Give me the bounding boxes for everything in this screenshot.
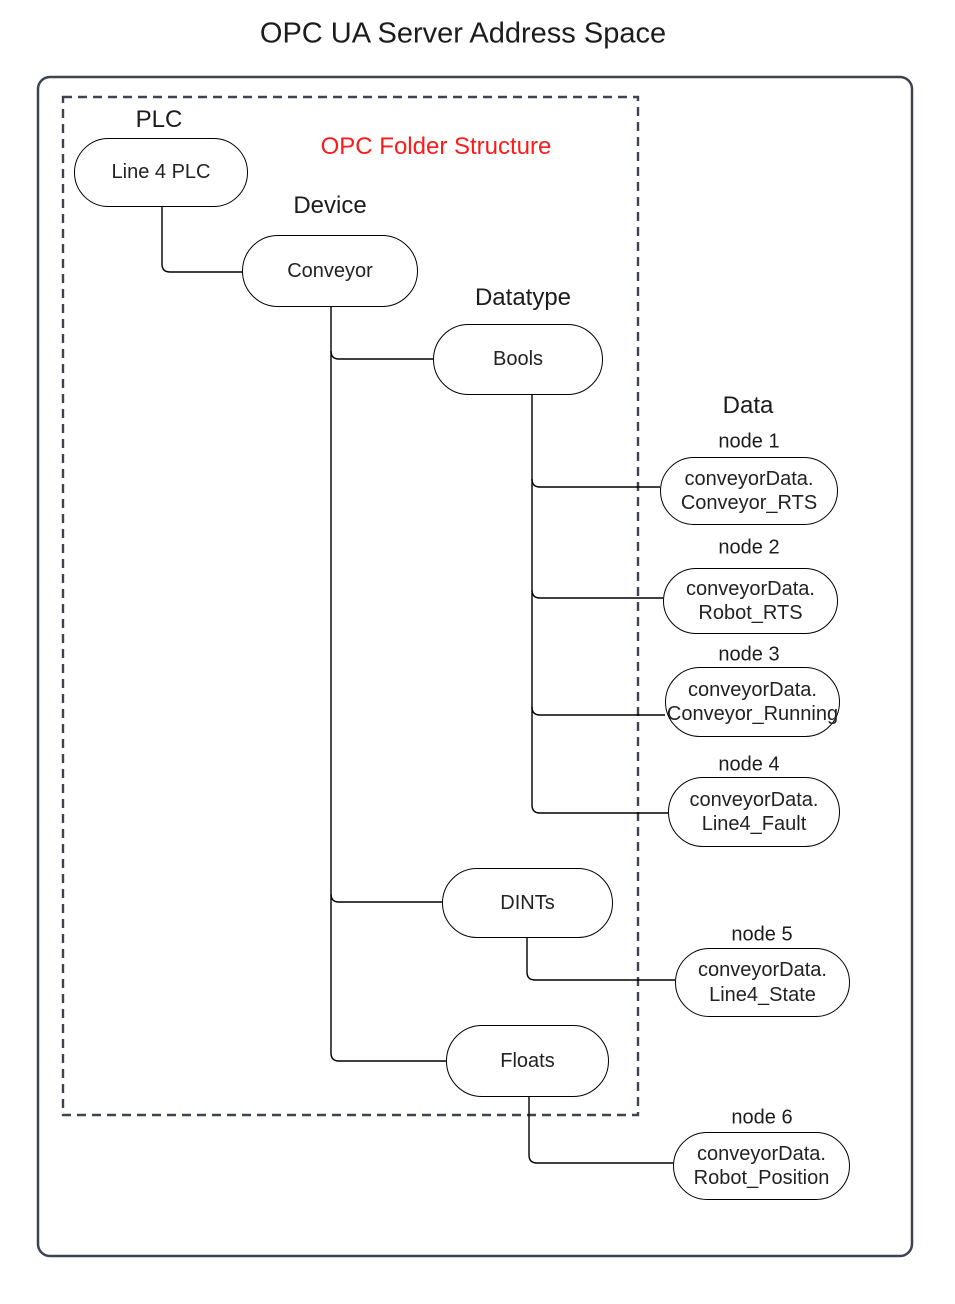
data-node-pill-1: conveyorData. Conveyor_RTS bbox=[660, 457, 838, 525]
connector-conveyor-trunk-to-floats bbox=[330, 307, 446, 1062]
data-node-3-line2: Conveyor_Running bbox=[666, 703, 839, 725]
data-node-pill-4: conveyorData. Line4_Fault bbox=[668, 777, 840, 847]
connectors bbox=[161, 207, 675, 1164]
folder-structure-dashed-frame bbox=[61, 95, 640, 1117]
data-node-1-line2: Conveyor_RTS bbox=[680, 492, 818, 514]
column-header-plc: PLC bbox=[135, 106, 183, 133]
connector-bools-to-node2 bbox=[531, 589, 663, 599]
folder-pill-dints-label: DINTs bbox=[500, 891, 555, 914]
connector-dints-to-node5 bbox=[526, 938, 675, 981]
folder-structure-label: OPC Folder Structure bbox=[320, 133, 552, 160]
data-node-2-line2: Robot_RTS bbox=[698, 602, 803, 624]
data-node-5-line1: conveyorData. bbox=[698, 959, 827, 982]
data-node-pill-2: conveyorData. Robot_RTS bbox=[663, 568, 838, 634]
column-header-device: Device bbox=[293, 192, 367, 219]
data-node-1-line1: conveyorData. bbox=[684, 467, 814, 490]
folder-pill-plc-label: Line 4 PLC bbox=[111, 161, 211, 184]
node-label-5: node 5 bbox=[731, 923, 793, 946]
connector-bools-trunk-to-node4 bbox=[531, 395, 668, 814]
folder-pill-dints: DINTs bbox=[442, 868, 613, 938]
data-node-5-line2: Line4_State bbox=[709, 983, 816, 1006]
outer-frame bbox=[36, 75, 914, 1258]
folder-pill-device: Conveyor bbox=[242, 235, 418, 307]
connector-plc-to-conveyor bbox=[161, 207, 242, 273]
data-node-3-line1: conveyorData. bbox=[688, 678, 817, 701]
data-node-pill-5: conveyorData. Line4_State bbox=[675, 948, 850, 1017]
data-node-6-line1: conveyorData. bbox=[697, 1142, 826, 1165]
folder-pill-device-label: Conveyor bbox=[287, 259, 373, 282]
node-label-4: node 4 bbox=[718, 753, 780, 776]
node-label-2: node 2 bbox=[718, 536, 780, 559]
folder-pill-plc: Line 4 PLC bbox=[74, 138, 248, 207]
folder-pill-floats-label: Floats bbox=[500, 1049, 555, 1072]
connector-bools-to-node3 bbox=[531, 706, 665, 716]
folder-pill-floats: Floats bbox=[446, 1025, 609, 1097]
connector-conveyor-to-bools bbox=[330, 350, 433, 360]
data-node-pill-3: conveyorData. Conveyor_Running bbox=[665, 667, 840, 737]
column-header-datatype: Datatype bbox=[474, 284, 572, 311]
connector-conveyor-to-dints bbox=[330, 893, 442, 903]
data-node-4-line2: Line4_Fault bbox=[701, 813, 807, 835]
connector-floats-to-node6 bbox=[528, 1097, 673, 1164]
folder-pill-bools-label: Bools bbox=[492, 348, 544, 371]
page-title: OPC UA Server Address Space bbox=[259, 17, 667, 50]
data-node-pill-6: conveyorData. Robot_Position bbox=[673, 1132, 850, 1200]
connector-bools-to-node1 bbox=[531, 478, 660, 488]
node-label-6: node 6 bbox=[731, 1106, 793, 1129]
data-node-6-line2: Robot_Position bbox=[693, 1167, 830, 1189]
node-label-3: node 3 bbox=[718, 643, 780, 666]
data-node-2-line1: conveyorData. bbox=[686, 577, 815, 600]
data-node-4-line1: conveyorData. bbox=[689, 788, 819, 811]
node-label-1: node 1 bbox=[718, 430, 780, 453]
folder-pill-bools: Bools bbox=[433, 324, 603, 395]
column-header-data: Data bbox=[722, 392, 774, 419]
